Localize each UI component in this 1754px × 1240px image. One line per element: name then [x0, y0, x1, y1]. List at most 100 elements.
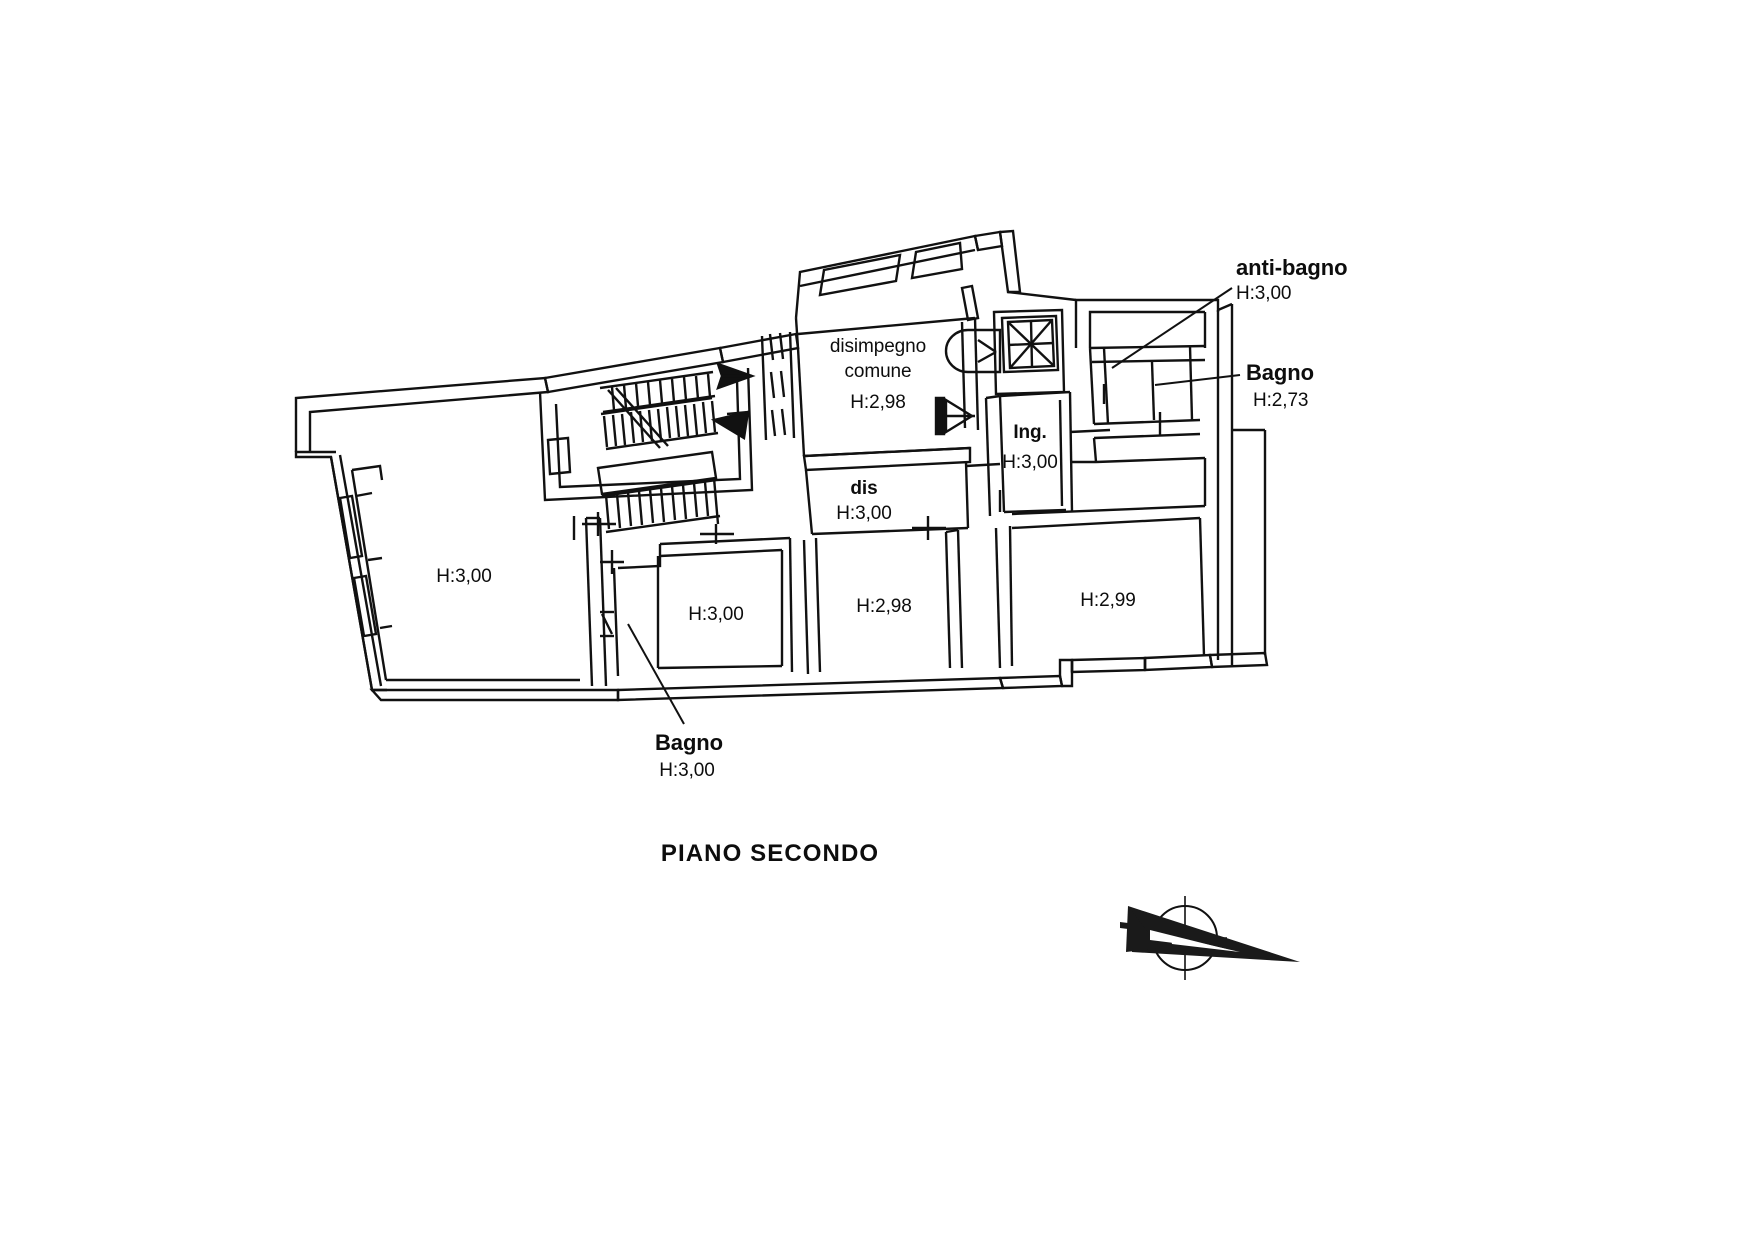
- wall-room-left-right-2: [598, 517, 608, 687]
- wall-bagno-small-right: [788, 537, 794, 673]
- shower-cross-v: [1029, 320, 1034, 368]
- wall-bagno-small-left: [612, 567, 620, 677]
- callout-label-anti-bagno: anti-bagno: [1236, 255, 1348, 280]
- stair-break-line-a: [607, 389, 661, 449]
- stair-tread-t6: [670, 378, 676, 403]
- room-height-bagno-small: H:3,00: [688, 604, 744, 625]
- wall-right-room-left-2: [1008, 525, 1014, 667]
- corridor-dash-4: [778, 332, 785, 360]
- bath-block-outline: [992, 308, 1066, 396]
- wall-center-room-left: [802, 539, 810, 675]
- wall-bagno-small-top: [659, 536, 791, 546]
- room-label-disimpegno-comune-line1: disimpegno: [829, 336, 927, 357]
- leader-anti-bagno: [1111, 287, 1233, 369]
- wall-disimpegno-right: [973, 317, 980, 431]
- window-left-2: [352, 574, 378, 638]
- stair-tread-t8: [694, 375, 700, 400]
- room-label-disimpegno-comune-line2: comune: [844, 361, 912, 382]
- stair-tread-u8: [674, 405, 681, 438]
- wall-right-room-top: [1011, 516, 1201, 530]
- basin-detail-2: [977, 350, 997, 364]
- stair-tread-t7: [682, 376, 688, 401]
- wall-upper-left-3: [718, 332, 800, 364]
- left-room-inner-wall: [350, 469, 388, 681]
- outer-wall-bottom-right-d: [1208, 651, 1269, 669]
- compass-needle: [1120, 906, 1300, 962]
- corridor-edge-left: [760, 335, 768, 441]
- stair-upper-strip-bot: [602, 394, 716, 414]
- room-label-ingresso: Ing.: [1013, 422, 1047, 443]
- wall-right-room-top-outer: [1011, 504, 1206, 516]
- outer-wall-left-inner: [329, 456, 374, 691]
- wall-right-room-right: [1198, 517, 1206, 657]
- stair-tread-t5: [658, 379, 664, 404]
- leader-bagno-right: [1154, 374, 1241, 386]
- stair-arrow-down-stem: [726, 410, 750, 416]
- basin-curve: [944, 328, 969, 374]
- leader-bagno-bottom: [627, 623, 685, 725]
- room-height-ingresso: H:3,00: [1002, 452, 1058, 473]
- wall-bagno-small-top-inner: [659, 548, 783, 558]
- wall-ing-cap: [985, 394, 1001, 400]
- stair-tread-u6: [656, 408, 663, 441]
- wall-bagno-r-right: [1188, 345, 1194, 421]
- stair-arrow-down: [710, 410, 750, 440]
- left-room-step-b: [355, 491, 373, 498]
- room-height-dis: H:3,00: [836, 503, 892, 524]
- wall-bagno-r-top-inner: [1091, 358, 1206, 364]
- wall-bagno-r-bottom: [1093, 418, 1201, 426]
- outer-wall-left-top: [294, 450, 387, 692]
- stair-tread-u7: [665, 406, 672, 439]
- left-room-step-c: [367, 556, 383, 562]
- wall-dis-right: [964, 461, 970, 529]
- left-room-step-a: [351, 464, 384, 481]
- callout-height-bagno-bottom: H:3,00: [659, 760, 715, 781]
- stair-landing: [596, 450, 718, 496]
- room-height-right: H:2,99: [1080, 590, 1136, 611]
- wall-center-room-right-2: [956, 529, 964, 669]
- callout-label-bagno-bottom: Bagno: [655, 730, 723, 755]
- room-label-dis: dis: [850, 478, 878, 499]
- pilaster-top: [960, 284, 980, 322]
- room-height-center: H:2,98: [856, 596, 912, 617]
- stair-tread-l3: [637, 490, 644, 526]
- wall-bagno-r-top: [1089, 344, 1206, 350]
- wall-center-room-right: [944, 531, 952, 669]
- corridor-edge-right: [788, 331, 796, 439]
- outer-wall-step-1: [1058, 658, 1074, 688]
- window-top-right: [910, 241, 964, 280]
- stair-tread-u2: [620, 413, 627, 446]
- stair-upper-strip-top: [599, 370, 714, 390]
- outer-wall-bottom-right-a: [998, 674, 1064, 690]
- compass-needle-tail: [1126, 906, 1160, 952]
- tick-ing-1: [965, 462, 1001, 468]
- outer-wall-top-join: [1007, 290, 1077, 302]
- outer-wall-bottom-right-c: [1143, 653, 1214, 672]
- wall-room-left-right: [584, 517, 594, 687]
- corridor-dash-6: [780, 408, 787, 436]
- callout-height-bagno-right: H:2,73: [1253, 390, 1309, 411]
- stair-tread-u10: [692, 403, 699, 436]
- stair-tread-u9: [683, 404, 690, 437]
- compass-needle-main: [1128, 906, 1300, 962]
- stair-tread-u1: [611, 414, 618, 447]
- wall-right-room-left: [994, 527, 1002, 669]
- wall-disimpegno-left: [796, 347, 806, 457]
- callout-label-bagno-right: Bagno: [1246, 360, 1314, 385]
- stair-tread-l1: [615, 493, 622, 529]
- compass-needle-fin: [1120, 922, 1136, 930]
- stair-tread-t2: [622, 384, 628, 409]
- outer-wall-right-top-inner: [1088, 310, 1205, 348]
- outer-wall-bottom-left: [369, 688, 620, 702]
- wall-bagno-r-left-2: [1102, 347, 1110, 425]
- stair-flight-upper-edge-1: [600, 396, 713, 416]
- wall-bagno-r-left: [1088, 347, 1096, 425]
- outer-wall-top-corner-right: [998, 229, 1022, 294]
- stair-tread-l8: [692, 482, 699, 518]
- wall-dis-left: [804, 469, 814, 535]
- stair-column-left: [546, 436, 572, 476]
- wall-bagno-r-bottom-2: [1093, 432, 1201, 440]
- outer-wall-top-center-inner: [799, 248, 976, 288]
- shower-tray-outer: [1000, 314, 1060, 374]
